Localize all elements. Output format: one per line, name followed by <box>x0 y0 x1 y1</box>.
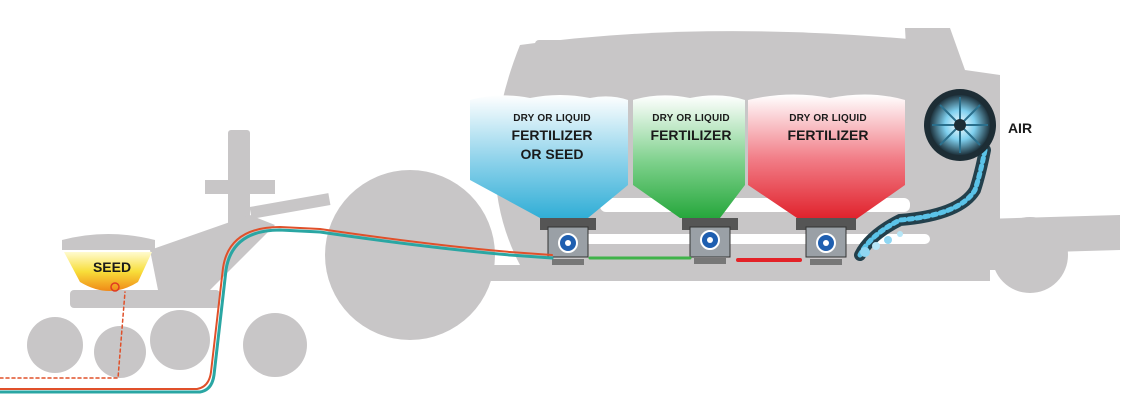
meter-icon <box>682 218 738 264</box>
meter-icon <box>540 218 596 265</box>
tank-3 <box>748 94 905 220</box>
seed-label: SEED <box>93 259 131 275</box>
tank-2 <box>633 95 745 218</box>
tank-3-label-line1: DRY OR LIQUID <box>789 113 867 124</box>
tank-2-label-line2: FERTILIZER <box>651 127 732 143</box>
meter-icon <box>796 218 856 265</box>
tank-1 <box>470 95 628 218</box>
air-flow <box>854 144 991 261</box>
tank-1-label-line1: DRY OR LIQUID <box>513 113 591 124</box>
fan-icon <box>924 89 996 161</box>
tank-2-label-line1: DRY OR LIQUID <box>652 113 730 124</box>
tank-1-label-line3: OR SEED <box>520 146 583 162</box>
tank-1-label-line2: FERTILIZER <box>512 127 593 143</box>
air-label: AIR <box>1008 120 1032 136</box>
tank-3-label-line2: FERTILIZER <box>788 127 869 143</box>
product-lines <box>0 225 802 394</box>
seed-hopper <box>64 252 152 292</box>
